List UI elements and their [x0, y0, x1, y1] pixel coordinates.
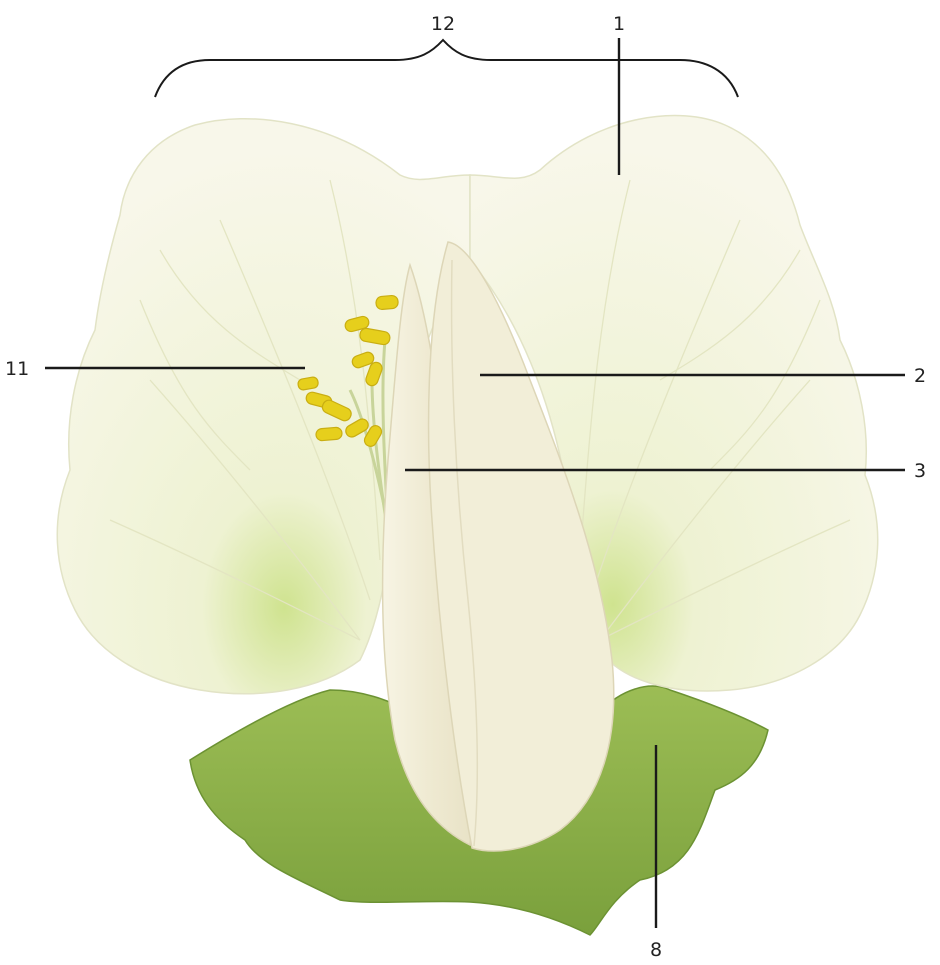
label-standard-petal: 1 — [613, 13, 625, 35]
label-sepal: 8 — [650, 939, 662, 961]
label-wing-petal: 2 — [914, 365, 926, 387]
label-stamens: 11 — [5, 358, 29, 380]
label-banner: 12 — [431, 13, 455, 35]
banner-bracket — [155, 40, 738, 97]
label-keel-petal: 3 — [914, 460, 926, 482]
